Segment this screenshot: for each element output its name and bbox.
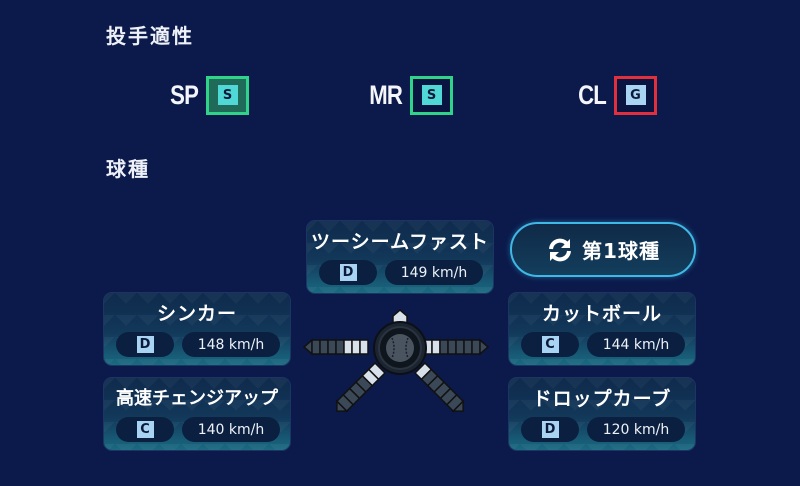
pitch-speed: 144 km/h: [587, 332, 685, 357]
switch-pitch-set-button[interactable]: 第1球種: [510, 222, 696, 277]
pitch-grade-pill: C: [116, 417, 174, 442]
pitch-name: ツーシームファスト: [311, 231, 489, 253]
pitch-grade-pill: C: [521, 332, 579, 357]
pitch-grade: C: [136, 421, 154, 438]
aptitude-grade-box: S: [206, 75, 250, 115]
pitch-movement-chart: [302, 309, 490, 413]
pitch-grade-pill: D: [521, 417, 579, 442]
pitch-speed: 148 km/h: [182, 332, 280, 357]
switch-button-label: 第1球種: [582, 239, 660, 263]
pitch-card-drop-curve[interactable]: ドロップカーブ D 120 km/h: [509, 378, 695, 450]
pitch-speed: 120 km/h: [587, 417, 685, 442]
aptitude-grade: G: [625, 85, 646, 105]
pitcher-aptitude-title: 投手適性: [106, 24, 194, 48]
aptitude-label: MR: [369, 79, 403, 110]
pitch-grade: C: [541, 336, 559, 353]
refresh-icon: [549, 238, 572, 261]
pitch-grade: D: [339, 264, 357, 281]
pitch-card-two-seam[interactable]: ツーシームファスト D 149 km/h: [307, 221, 493, 293]
aptitude-grade-box: G: [614, 75, 657, 115]
aptitude-grade: S: [217, 85, 238, 105]
pitch-card-sinker[interactable]: シンカー D 148 km/h: [104, 293, 290, 365]
arrow-down-left: [335, 361, 387, 413]
pitch-speed: 149 km/h: [385, 260, 483, 285]
aptitude-grade-box: S: [410, 75, 453, 115]
arrow-down-right: [413, 361, 465, 413]
arrow-left: [302, 338, 369, 356]
pitch-name: ドロップカーブ: [532, 388, 672, 410]
pitch-card-cutter[interactable]: カットボール C 144 km/h: [509, 293, 695, 365]
arrow-right: [423, 338, 490, 356]
aptitude-sp: SP S: [164, 74, 250, 116]
pitch-grade: D: [136, 336, 154, 353]
pitch-grade-pill: D: [116, 332, 174, 357]
pitch-name: 高速チェンジアップ: [116, 388, 278, 409]
aptitude-label: CL: [578, 79, 607, 110]
pitch-card-fast-changeup[interactable]: 高速チェンジアップ C 140 km/h: [104, 378, 290, 450]
pitch-name: シンカー: [156, 303, 237, 325]
pitch-grade: D: [541, 421, 559, 438]
pitch-speed: 140 km/h: [182, 417, 280, 442]
aptitude-label: SP: [170, 79, 199, 110]
pitch-grade-pill: D: [319, 260, 377, 285]
aptitude-mr: MR S: [362, 74, 453, 116]
baseball-icon: [373, 321, 427, 375]
pitch-name: カットボール: [541, 303, 662, 325]
aptitude-cl: CL G: [572, 74, 657, 116]
aptitude-grade: S: [421, 85, 442, 105]
pitch-types-title: 球種: [106, 157, 150, 181]
